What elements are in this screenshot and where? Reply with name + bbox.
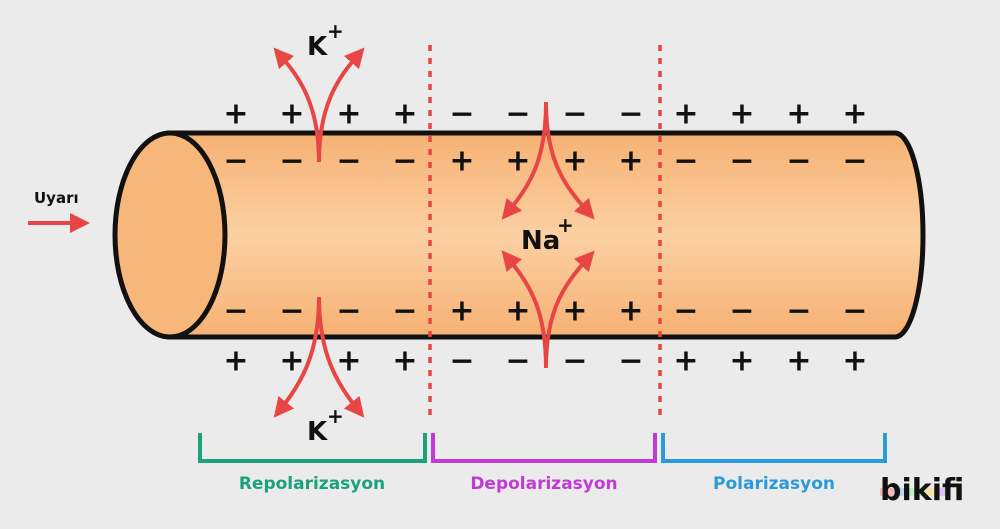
charge-sign: + [562, 294, 587, 329]
charge-sign: − [279, 294, 304, 329]
charge-sign: + [786, 344, 811, 379]
charge-sign: − [336, 294, 361, 329]
charge-sign: + [336, 97, 361, 132]
axon [112, 130, 926, 340]
charge-sign: − [729, 144, 754, 179]
charge-sign: + [279, 344, 304, 379]
sodium-ion: Na [521, 226, 560, 256]
charge-sign: + [449, 144, 474, 179]
charge-sign: + [618, 144, 643, 179]
potassium-arrow-icon [317, 47, 365, 163]
bikifi-logo: bikifi [880, 473, 964, 508]
potassium-arrow-icon [317, 296, 365, 418]
charge-sign: + [392, 344, 417, 379]
charge-sign: − [673, 294, 698, 329]
charge-sign: − [392, 144, 417, 179]
charge-sign: − [562, 97, 587, 132]
charge-sign: + [562, 144, 587, 179]
charge-sign: − [392, 294, 417, 329]
zone-label-polarization: Polarizasyon [713, 474, 835, 494]
potassium-charge-top: + [327, 19, 344, 43]
charge-sign: − [618, 97, 643, 132]
sodium-inflow: Na + [501, 101, 595, 369]
charge-sign: − [786, 144, 811, 179]
charge-sign: + [673, 344, 698, 379]
potassium-ion-bottom: K [307, 417, 328, 447]
charge-sign: − [336, 144, 361, 179]
stimulus-label: Uyarı [34, 189, 79, 207]
charge-sign: + [505, 294, 530, 329]
charge-sign: + [279, 97, 304, 132]
axon-end-face [112, 130, 228, 340]
charge-sign: − [449, 97, 474, 132]
charge-sign: + [729, 97, 754, 132]
charge-sign: + [786, 97, 811, 132]
zone-label-depolarization: Depolarizasyon [470, 474, 617, 494]
charge-sign: − [449, 344, 474, 379]
charge-sign: + [449, 294, 474, 329]
charge-sign: − [842, 144, 867, 179]
charge-sign: − [618, 344, 643, 379]
sodium-arrow-icon [544, 101, 595, 220]
charge-sign: − [786, 294, 811, 329]
charge-sign: − [673, 144, 698, 179]
zone-label-repolarization: Repolarizasyon [239, 474, 385, 494]
charge-sign: − [223, 144, 248, 179]
bracket-depolarization [431, 433, 657, 463]
charge-sign: + [729, 344, 754, 379]
charge-sign: + [842, 97, 867, 132]
logo-text: bikifi [880, 473, 964, 508]
charge-sign: − [505, 344, 530, 379]
bracket-repolarization [198, 433, 427, 463]
charge-sign: + [673, 97, 698, 132]
potassium-outflow-top: K + [273, 19, 365, 163]
charge-sign: − [842, 294, 867, 329]
stimulus: Uyarı [28, 189, 90, 233]
zone-brackets: Repolarizasyon Depolarizasyon Polarizasy… [198, 433, 887, 494]
charge-sign: − [279, 144, 304, 179]
charge-sign: − [505, 97, 530, 132]
axon-body [167, 130, 926, 340]
charge-sign: + [842, 344, 867, 379]
potassium-charge-bottom: + [327, 404, 344, 428]
charge-sign: + [618, 294, 643, 329]
bracket-polarization [661, 433, 887, 463]
charge-sign: + [505, 144, 530, 179]
charge-sign: − [729, 294, 754, 329]
potassium-outflow-bottom: K + [273, 296, 365, 447]
charge-sign: − [223, 294, 248, 329]
charge-sign: − [562, 344, 587, 379]
sodium-charge: + [557, 213, 574, 237]
membrane-charges: ++++−−−−−−−−++++−−−−++++++++−−−−++++−−−−… [223, 97, 867, 379]
charge-sign: + [336, 344, 361, 379]
sodium-arrow-icon [544, 250, 595, 369]
potassium-ion-top: K [307, 32, 328, 62]
charge-sign: + [392, 97, 417, 132]
charge-sign: + [223, 344, 248, 379]
charge-sign: + [223, 97, 248, 132]
